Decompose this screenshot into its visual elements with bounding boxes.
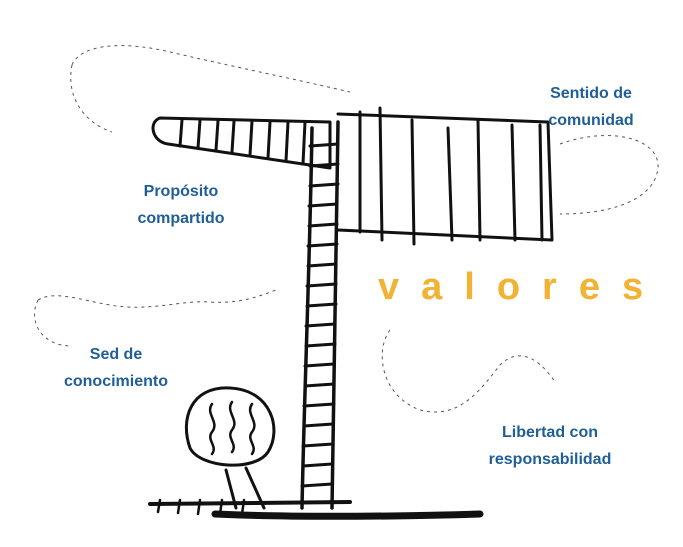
label-libertad-con-responsabilidad: Libertad con responsabilidad xyxy=(470,419,630,473)
label-line: Libertad con xyxy=(501,424,598,441)
dashed-swirls xyxy=(34,45,659,413)
label-line: Propósito xyxy=(143,183,219,200)
label-sed-de-conocimiento: Sed de conocimiento xyxy=(56,341,176,395)
label-proposito-compartido: Propósito compartido xyxy=(126,178,236,232)
label-line: responsabilidad xyxy=(488,451,612,468)
label-line: Sentido de xyxy=(550,85,632,102)
label-sentido-de-comunidad: Sentido de comunidad xyxy=(536,80,646,134)
title-valores: valores xyxy=(378,266,666,308)
label-line: conocimiento xyxy=(63,373,168,390)
label-line: comunidad xyxy=(548,112,634,129)
signpost-drawing xyxy=(148,106,554,520)
label-line: Sed de xyxy=(89,346,143,363)
label-line: compartido xyxy=(137,210,225,227)
